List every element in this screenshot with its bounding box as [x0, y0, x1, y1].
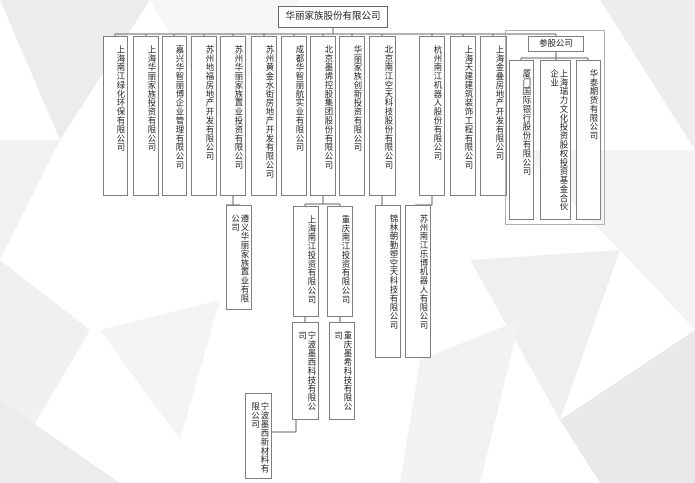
associate-node: 上海瑞力文化投资股权投资基金合伙企业: [540, 60, 571, 220]
associate-node: 厦门国际银行股份有限公司: [509, 60, 534, 220]
subsidiary-node: 北京南江空天科技股份有限公司: [369, 36, 396, 196]
subsidiary-node: 上海金叠房地产开发有限公司: [480, 36, 507, 196]
subsidiary-node: 杭州南江机器人股份有限公司: [419, 36, 445, 196]
root-company-node: 华丽家族股份有限公司: [278, 6, 388, 28]
second-level-node: 上海南江投资有限公司: [293, 206, 319, 317]
subsidiary-node: 苏州华丽家族置业投资有限公司: [220, 36, 246, 196]
subsidiary-node: 成都华智丽航实业有限公司: [281, 36, 307, 196]
third-level-node: 宁波墨西科技有限公司: [292, 322, 319, 420]
subsidiary-node: 嘉兴华智丽博企业管理有限公司: [162, 36, 187, 196]
second-level-node: 遵义华丽家族置业有限公司: [226, 205, 252, 310]
subsidiary-node: 苏州黄金水街房地产开发有限公司: [251, 36, 277, 196]
subsidiary-node: 上海南江绿化环保有限公司: [103, 36, 128, 196]
subsidiary-node: 苏州地福房地产开发有限公司: [191, 36, 217, 196]
subsidiary-node: 上海华丽家族投资有限公司: [133, 36, 159, 196]
subsidiary-node: 上海天建建筑装饰工程有限公司: [450, 36, 476, 196]
second-level-node: 重庆南江投资有限公司: [327, 206, 353, 317]
second-level-node: 锦林朝勤塑空天科技有限公司: [375, 205, 401, 358]
associate-node: 华泰期货有限公司: [576, 60, 601, 220]
second-level-node: 苏州南江乐博机器人有限公司: [405, 205, 431, 358]
subsidiary-node: 华丽家族创新投资有限公司: [339, 36, 365, 196]
subsidiary-node: 北京墨烯控股集团股份有限公司: [310, 36, 336, 196]
associates-group: [505, 30, 605, 225]
fourth-level-node: 宁波墨西新材料有限公司: [245, 393, 272, 479]
associates-header: 参股公司: [528, 36, 584, 52]
third-level-node: 重庆墨希科技有限公司: [329, 322, 355, 420]
